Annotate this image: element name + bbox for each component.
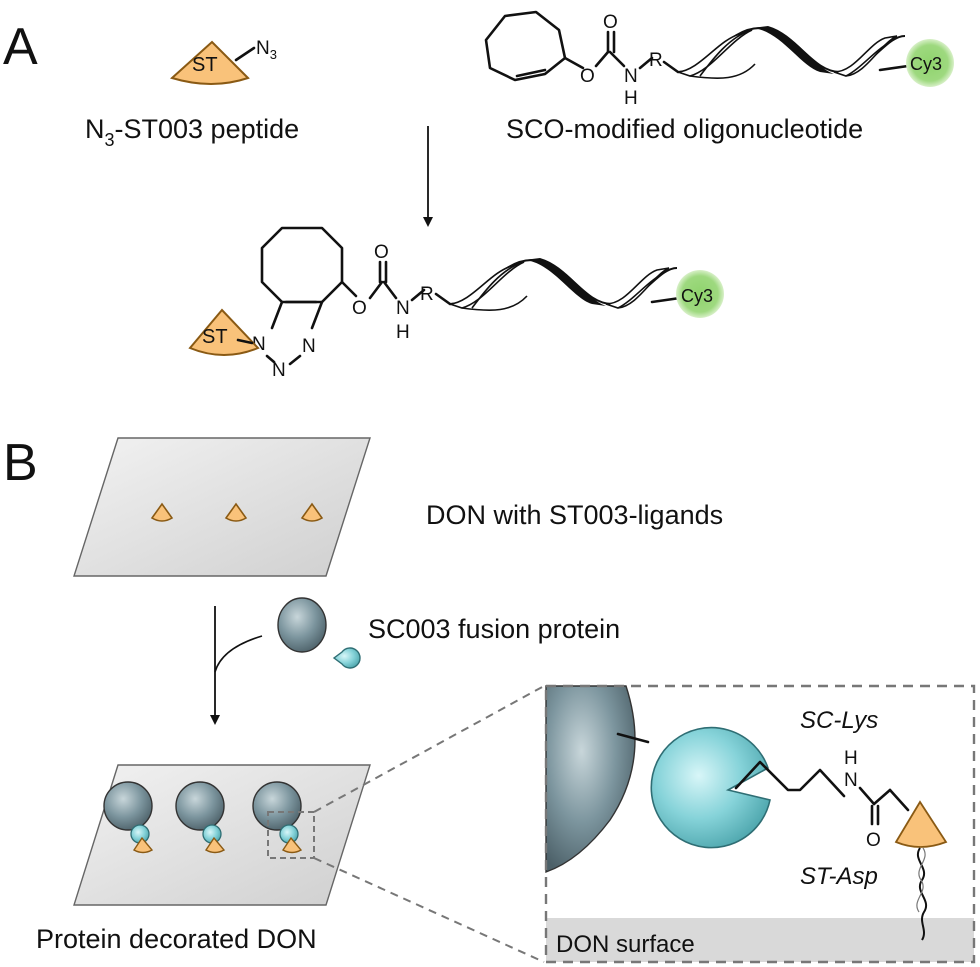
sco-r: R bbox=[649, 50, 663, 71]
binding-arrow-curve bbox=[214, 635, 263, 673]
dna-tether bbox=[917, 847, 927, 941]
st-asp-label: ST-Asp bbox=[800, 863, 878, 890]
sco-n: N bbox=[624, 66, 638, 87]
don-ligands-label: DON with ST003-ligands bbox=[426, 500, 723, 530]
prod-o2: O bbox=[374, 242, 389, 263]
cyclooctyne-structure: O O N H R bbox=[484, 10, 680, 109]
st-peptide-icon: ST N3 bbox=[170, 38, 277, 85]
protein-large-icon bbox=[545, 685, 636, 873]
decorated-proteins bbox=[103, 781, 303, 854]
prod-n3: N bbox=[302, 336, 316, 357]
cy3-label-product: Cy3 bbox=[681, 286, 713, 306]
panel-a-letter: A bbox=[3, 18, 38, 76]
prod-h: H bbox=[396, 322, 410, 343]
st-peptide-product-icon: ST bbox=[188, 308, 260, 356]
don-plate-top bbox=[73, 437, 371, 577]
zoom-line-bottom bbox=[313, 857, 545, 963]
panel-b-letter: B bbox=[3, 434, 38, 492]
prod-n2: N bbox=[272, 360, 286, 381]
sc-lys-label: SC-Lys bbox=[800, 707, 878, 734]
sco-o1: O bbox=[580, 66, 595, 87]
sc003-fusion-protein-icon bbox=[277, 597, 361, 669]
oligonucleotide-helix bbox=[677, 26, 910, 80]
oligonucleotide-helix-product bbox=[449, 258, 682, 312]
triazole-product-structure: N N N O O N H R bbox=[252, 226, 452, 381]
decorated-don-label: Protein decorated DON bbox=[36, 924, 317, 954]
cy3-dye-top bbox=[906, 39, 954, 87]
peptide-caption: N3-ST003 peptide bbox=[85, 114, 299, 150]
fusion-protein-label: SC003 fusion protein bbox=[368, 614, 620, 644]
sco-h: H bbox=[624, 88, 638, 109]
prod-r: R bbox=[420, 284, 434, 305]
st-label-product: ST bbox=[202, 326, 228, 348]
zoom-line-top bbox=[313, 685, 545, 813]
zoom-inset: DON surface SC-Lys N H O ST-Asp bbox=[544, 684, 976, 964]
cy3-label-top: Cy3 bbox=[910, 54, 942, 74]
oligo-caption: SCO-modified oligonucleotide bbox=[506, 114, 863, 144]
inset-border bbox=[544, 684, 976, 964]
st003-ligands bbox=[150, 502, 324, 522]
zoom-selection-box bbox=[267, 811, 315, 859]
don-surface-band bbox=[546, 918, 974, 962]
inset-h: H bbox=[844, 748, 858, 769]
st-label: ST bbox=[192, 54, 218, 76]
spycatcher-icon bbox=[650, 726, 771, 849]
azide-label: N3 bbox=[256, 38, 277, 62]
spytag-icon bbox=[894, 800, 948, 848]
don-surface-label: DON surface bbox=[556, 931, 695, 958]
cy3-dye-product bbox=[676, 270, 724, 318]
prod-n: N bbox=[396, 298, 410, 319]
prod-o1: O bbox=[352, 298, 367, 319]
sco-o2: O bbox=[603, 12, 618, 33]
inset-o: O bbox=[866, 830, 881, 851]
inset-n: N bbox=[844, 770, 858, 791]
